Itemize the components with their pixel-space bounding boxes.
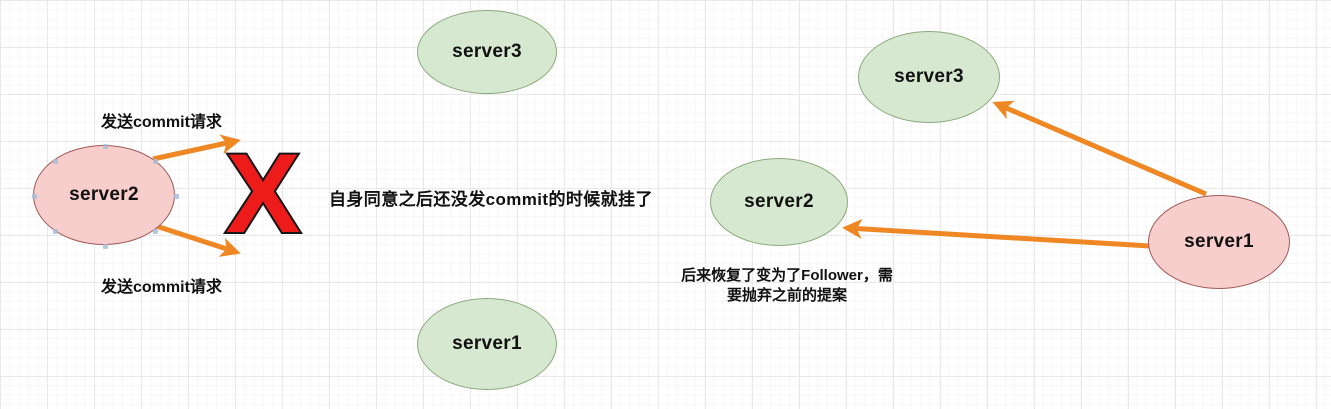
node-server3-right[interactable]: server3 [858, 31, 1000, 123]
commit-arrow-down[interactable] [152, 222, 241, 257]
connection-point[interactable] [152, 158, 158, 164]
server1-to-server3-arrow[interactable] [992, 100, 1207, 197]
node-server3-left-label: server3 [452, 41, 522, 62]
connection-point[interactable] [52, 158, 58, 164]
connection-point[interactable] [52, 228, 58, 234]
node-server1-left-label: server1 [452, 333, 522, 354]
node-server1-right-label: server1 [1184, 231, 1254, 252]
node-server1-left[interactable]: server1 [417, 298, 557, 390]
node-server1-right[interactable]: server1 [1148, 195, 1290, 289]
crash-x-glyph: X [226, 142, 301, 240]
connection-point[interactable] [152, 228, 158, 234]
connection-point[interactable] [31, 193, 37, 199]
connection-point[interactable] [173, 193, 179, 199]
server1-to-server2-arrow[interactable] [842, 218, 1151, 249]
recover-note-line2: 要抛弃之前的提案 [726, 287, 847, 304]
recover-note[interactable]: 后来恢复了变为了Follower，需 要抛弃之前的提案 [662, 266, 912, 306]
node-server2-left-label: server2 [69, 184, 139, 205]
send-commit-label-top[interactable]: 发送commit请求 [101, 114, 222, 131]
send-commit-label-bottom[interactable]: 发送commit请求 [101, 279, 222, 296]
node-server2-right-label: server2 [744, 191, 814, 212]
connection-point[interactable] [102, 143, 108, 149]
node-server2-left[interactable]: server2 [31, 143, 179, 249]
crash-x-icon[interactable]: X [212, 142, 314, 240]
node-server3-right-label: server3 [894, 66, 964, 87]
crash-note[interactable]: 自身同意之后还没发commit的时候就挂了 [329, 190, 653, 209]
recover-note-line1: 后来恢复了变为了Follower，需 [681, 267, 893, 284]
commit-arrow-up[interactable] [152, 134, 241, 162]
node-server2-right[interactable]: server2 [710, 158, 848, 246]
connection-point[interactable] [102, 243, 108, 249]
node-server3-left[interactable]: server3 [417, 10, 557, 94]
